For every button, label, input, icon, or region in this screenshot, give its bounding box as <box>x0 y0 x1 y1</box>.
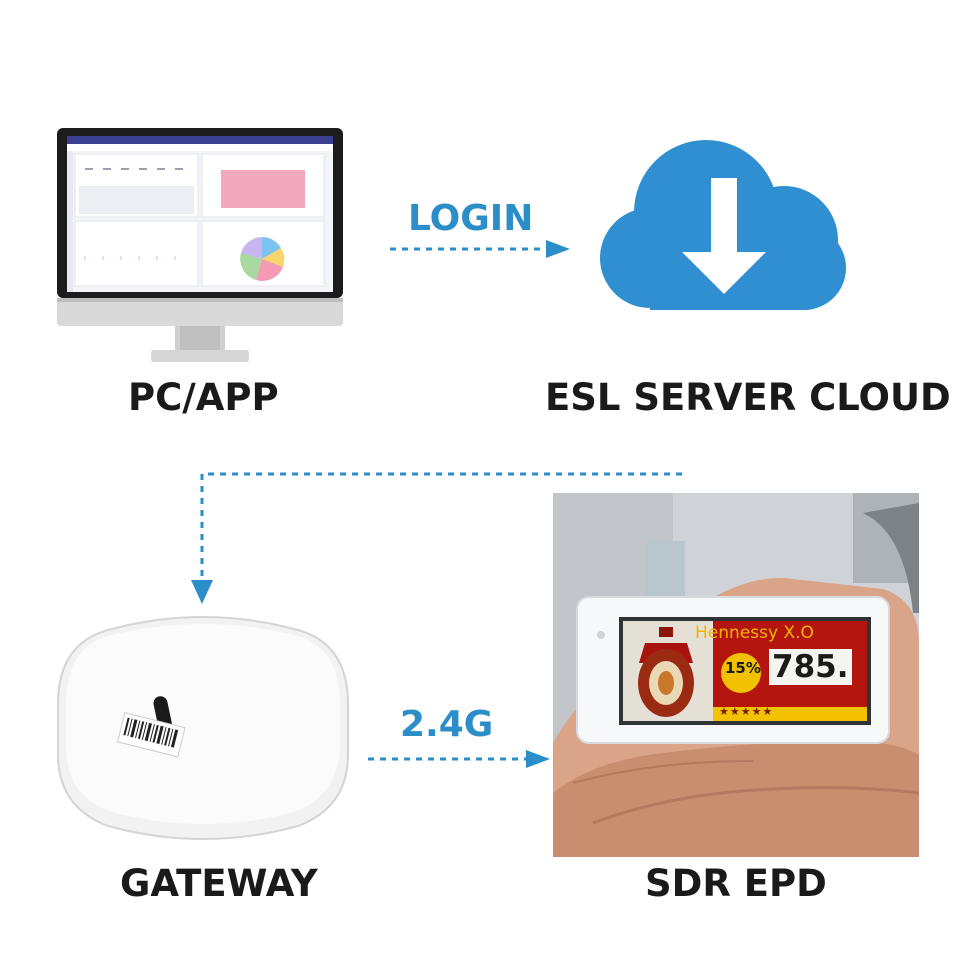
epd-brand-text: Hennessy X.O <box>695 623 814 643</box>
pc-app-label: PC/APP <box>128 376 279 419</box>
epd-discount-text: 15% <box>725 659 761 677</box>
cloud-to-gateway-arrow <box>191 472 682 604</box>
radio-arrow-label: 2.4G <box>400 704 494 745</box>
epd-photo: Hennessy X.O 15% 785. ★★★★★ <box>553 493 919 857</box>
sdr-epd-label: SDR EPD <box>645 862 827 905</box>
cloud-download-icon <box>600 140 846 310</box>
pc-monitor <box>55 126 345 366</box>
radio-arrow <box>368 750 550 768</box>
esl-server-cloud-label: ESL SERVER CLOUD <box>545 376 951 419</box>
gateway-device <box>57 616 349 840</box>
login-arrow <box>390 240 570 258</box>
login-arrow-label: LOGIN <box>408 198 534 239</box>
epd-rating-stars: ★★★★★ <box>719 705 774 718</box>
gateway-label: GATEWAY <box>120 862 318 905</box>
epd-price-text: 785. <box>769 649 852 685</box>
